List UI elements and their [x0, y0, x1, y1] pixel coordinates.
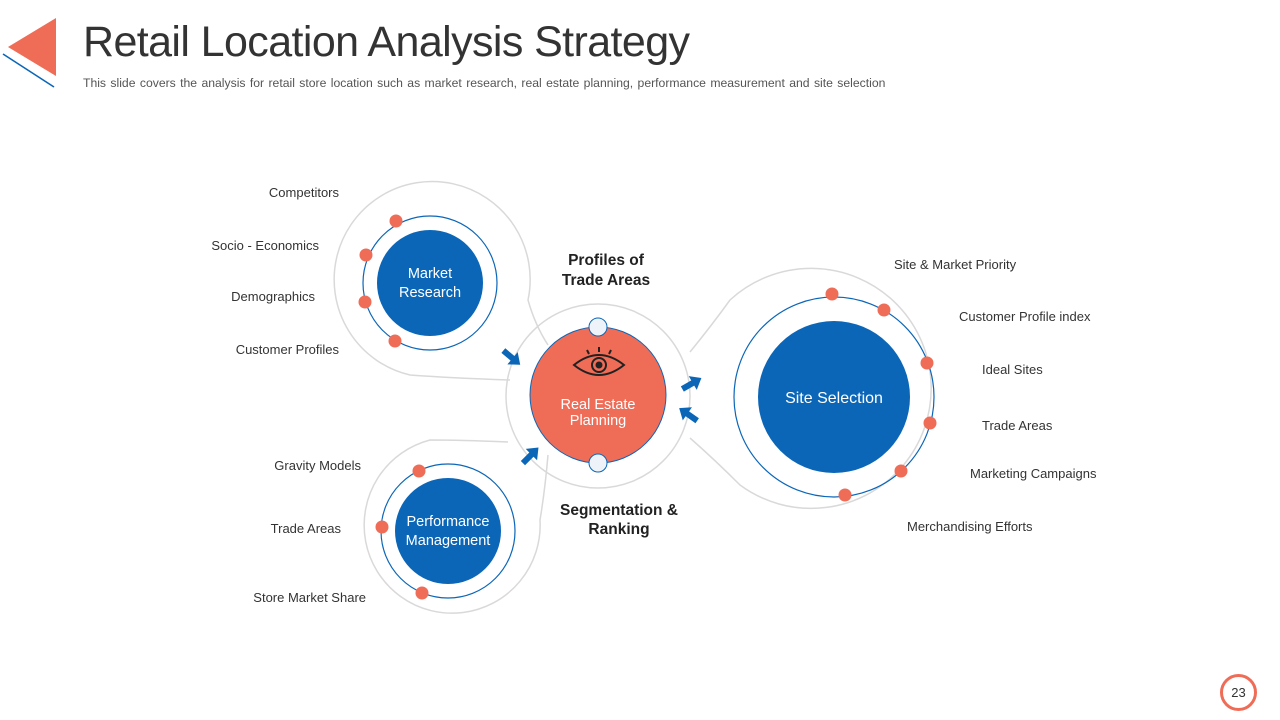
bullet-dot: [825, 287, 839, 301]
bullet-dot: [375, 520, 389, 534]
performance-management-label-line2: Management: [406, 533, 491, 549]
bullet-dot: [412, 464, 426, 478]
bullet-dot: [838, 488, 852, 502]
market-research-label-line2: Research: [399, 285, 461, 301]
bottom-heading-line1: Segmentation &: [560, 502, 678, 519]
page-subtitle: This slide covers the analysis for retai…: [83, 76, 886, 90]
connector-rings: [333, 180, 932, 614]
performance-management-item: Gravity Models: [274, 458, 361, 473]
performance-management-item: Store Market Share: [253, 590, 366, 605]
bullet-dot: [359, 248, 373, 262]
bullet-dot: [920, 356, 934, 370]
site-selection-item: Trade Areas: [982, 418, 1053, 433]
performance-management-cluster: Performance Management Gravity Models Tr…: [253, 458, 516, 605]
page-number: 23: [1220, 674, 1257, 711]
center-label-line1: Real Estate: [561, 397, 636, 413]
eye-icon: [572, 347, 626, 376]
page-title: Retail Location Analysis Strategy: [83, 18, 690, 66]
market-research-item: Socio - Economics: [211, 238, 319, 253]
bullet-dot: [388, 334, 402, 348]
bullet-dot: [389, 214, 403, 228]
arrow-icon: [520, 447, 539, 466]
top-heading-line2: Trade Areas: [562, 272, 650, 289]
site-selection-label: Site Selection: [785, 390, 883, 407]
site-selection-item: Marketing Campaigns: [970, 466, 1097, 481]
arrow-icon: [501, 348, 521, 365]
market-research-label-line1: Market: [408, 266, 452, 282]
performance-management-label-line1: Performance: [406, 514, 489, 530]
market-research-cluster: Market Research Competitors Socio - Econ…: [211, 185, 498, 357]
back-arrow-icon[interactable]: [0, 14, 60, 90]
site-selection-item: Site & Market Priority: [894, 257, 1017, 272]
market-research-item: Competitors: [269, 185, 340, 200]
site-selection-item: Ideal Sites: [982, 362, 1043, 377]
arrow-icon: [679, 407, 699, 424]
top-heading-line1: Profiles of: [568, 252, 645, 269]
performance-management-item: Trade Areas: [271, 521, 342, 536]
bullet-dot: [923, 416, 937, 430]
bullet-dot: [415, 586, 429, 600]
bullet-dot: [894, 464, 908, 478]
bottom-heading-line2: Ranking: [588, 521, 649, 538]
site-selection-item: Customer Profile index: [959, 309, 1091, 324]
market-research-item: Demographics: [231, 289, 315, 304]
arrow-icon: [680, 376, 702, 392]
site-selection-cluster: Site Selection Site & Market Priority Cu…: [733, 257, 1097, 534]
bullet-dot: [877, 303, 891, 317]
bullet-dot: [358, 295, 372, 309]
site-selection-item: Merchandising Efforts: [907, 519, 1033, 534]
market-research-item: Customer Profiles: [236, 342, 340, 357]
center-label-line2: Planning: [570, 413, 626, 429]
real-estate-planning-node: Real Estate Planning: [529, 317, 667, 473]
